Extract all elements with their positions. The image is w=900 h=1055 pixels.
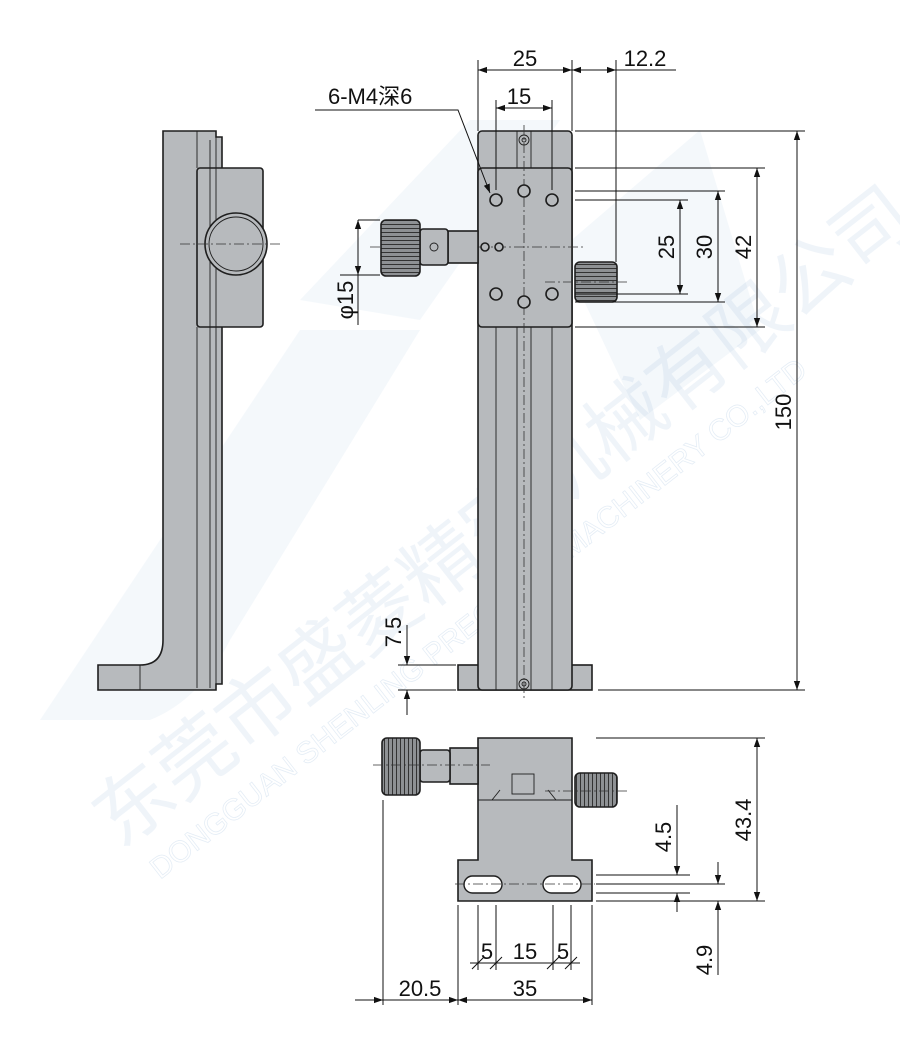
dim-slot-left: 5 <box>481 939 493 964</box>
side-view <box>97 130 280 691</box>
dimensions: 25 12.2 15 6-M4深6 25 30 42 150 φ15 7.5 4… <box>315 46 805 1005</box>
dim-total-height: 150 <box>771 394 796 431</box>
dim-slot-width: 4.5 <box>651 822 676 853</box>
dim-base-width: 35 <box>513 976 537 1001</box>
dim-hole-outer-y: 30 <box>692 235 717 259</box>
dim-slot-offset: 4.9 <box>692 945 717 976</box>
dim-knob-offset: 12.2 <box>624 46 667 71</box>
hole-callout: 6-M4深6 <box>328 84 412 109</box>
m4-holes <box>480 184 559 309</box>
dim-total-depth: 43.4 <box>731 799 756 842</box>
bottom-view <box>373 737 628 902</box>
dim-stage-length: 42 <box>731 235 756 259</box>
adjustment-knob-icon <box>380 219 421 277</box>
dim-hole-spacing-x: 15 <box>507 84 531 109</box>
front-view <box>370 125 628 700</box>
dim-hole-spacing-y: 25 <box>654 235 679 259</box>
dim-base-thickness: 7.5 <box>381 617 406 648</box>
dim-knob-protrusion: 20.5 <box>399 976 442 1001</box>
dim-slot-right: 5 <box>557 939 569 964</box>
dim-slot-spacing: 15 <box>513 939 537 964</box>
dim-knob-diameter: φ15 <box>333 281 358 320</box>
dim-front-width: 25 <box>513 46 537 71</box>
